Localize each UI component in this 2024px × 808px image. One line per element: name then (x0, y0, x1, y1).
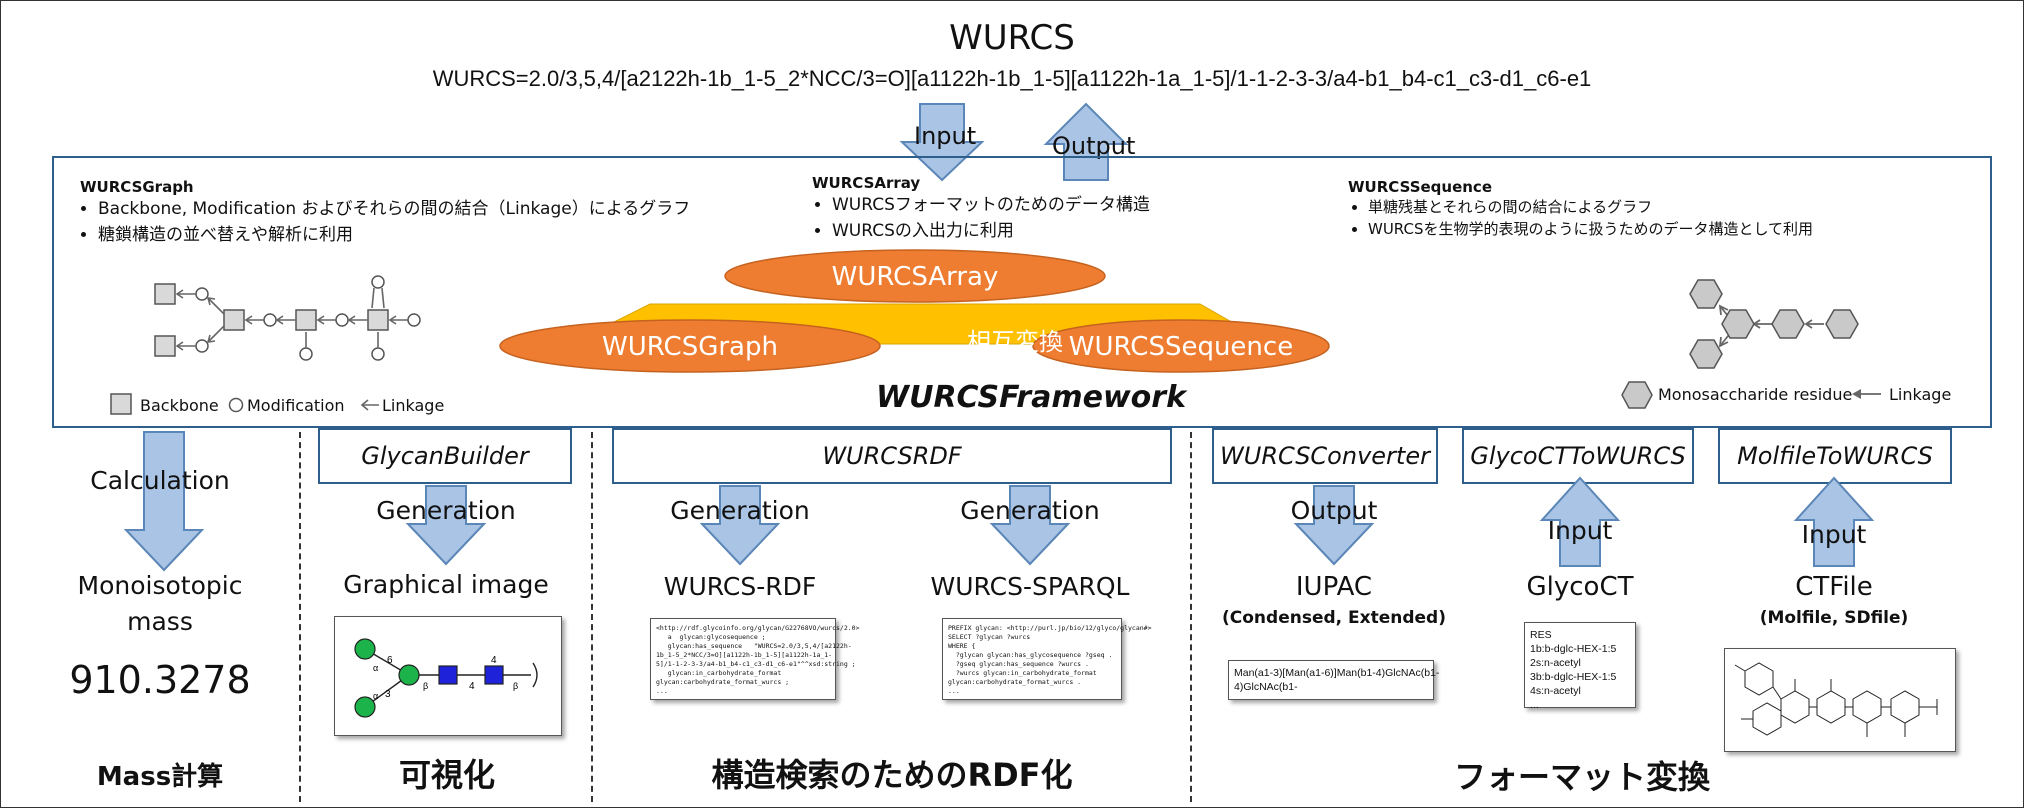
linkage-legend-icon (360, 399, 379, 411)
wurcssequence-bullets: 単糖残基とそれらの間の結合によるグラフ WURCSを生物学的表現のように扱うため… (1346, 196, 1988, 240)
wurcs-sparql-label: WURCS-SPARQL (930, 572, 1130, 601)
glycoct-input-label: Input (1547, 516, 1613, 545)
glycoct-document: RES 1b:b-dglc-HEX-1:5 2s:n-acetyl 3b:b-d… (1524, 622, 1636, 711)
converter-output-label: Output (1290, 496, 1378, 525)
sequence-linkage-legend-label: Linkage (1889, 385, 1952, 404)
rdf-right-generation-label: Generation (960, 496, 1100, 525)
calculation-arrow (123, 431, 205, 572)
calculation-label: Calculation (90, 466, 230, 495)
glycan-cartoon: α 6 β 4 β 4 α 3 (354, 638, 538, 718)
graphical-image-label: Graphical image (343, 570, 549, 599)
rdf-caption: 構造検索のためのRDF化 (711, 756, 1073, 794)
mass-value: 910.3278 (69, 658, 251, 702)
mass-caption: Mass計算 (96, 762, 224, 792)
ctfile-label: CTFile (1795, 572, 1873, 602)
wurcssequence-bullet: WURCSを生物学的表現のように扱うためのデータ構造として利用 (1368, 218, 1988, 240)
framework-ellipses (499, 249, 1330, 373)
format-conversion-caption: フォーマット変換 (1453, 758, 1710, 796)
wurcsconverter-box: WURCSConverter (1212, 428, 1438, 484)
output-label: Output (1052, 132, 1136, 160)
glycan-link-label: β (423, 681, 428, 691)
modification-legend-label: Modification (247, 396, 345, 415)
output-arrow (1043, 102, 1129, 181)
glycoct-input-arrow (1539, 476, 1621, 567)
wurcssequence-bullet: 単糖残基とそれらの間の結合によるグラフ (1368, 196, 1988, 218)
wurcsgraph-diagram (154, 275, 421, 361)
section-divider (1190, 432, 1192, 802)
wurcsgraph-bullet: 糖鎖構造の並べ替えや解析に利用 (98, 222, 858, 248)
input-label: Input (914, 122, 977, 150)
wurcsarray-title: WURCSArray (812, 174, 921, 192)
interconversion-label: 相互変換 (967, 328, 1063, 356)
builder-generation-arrow (405, 485, 487, 566)
wurcssequence-diagram (1689, 279, 1859, 369)
molfile-input-arrow (1793, 476, 1875, 567)
molecule-structure-drawing (1734, 662, 1938, 737)
glycan-link-label: 4 (469, 681, 475, 692)
wurcsgraph-bullets: Backbone, Modification およびそれらの間の結合（Linka… (76, 196, 858, 248)
wurcsgraph-bullet: Backbone, Modification およびそれらの間の結合（Linka… (98, 196, 858, 222)
linkage-legend-label: Linkage (382, 396, 445, 415)
iupac-document: Man(a1-3)[Man(a1-6)]Man(b1-4)GlcNAc(b1- … (1228, 660, 1439, 700)
sequence-linkage-legend-icon (1852, 389, 1881, 399)
wurcsarray-bullet: WURCSフォーマットのためのデータ構造 (832, 192, 1272, 218)
wurcs-string: WURCS=2.0/3,5,4/[a2122h-1b_1-5_2*NCC/3=O… (432, 66, 1592, 91)
wurcsarray-ellipse (724, 249, 1106, 303)
rdf-right-arrow (989, 485, 1071, 566)
wurcssequence-title: WURCSSequence (1348, 178, 1493, 196)
framework-name: WURCSFramework (876, 380, 1187, 415)
wurcssequence-ellipse-label: WURCSSequence (1068, 332, 1294, 362)
visualization-caption: 可視化 (398, 756, 495, 794)
glycanbuilder-box: GlycanBuilder (318, 428, 572, 484)
section-divider (299, 432, 301, 802)
glycan-link-label: 3 (385, 689, 391, 700)
glycan-link-label: α (373, 663, 378, 673)
page-title: WURCS (949, 18, 1075, 58)
glycan-link-label: α (373, 691, 378, 701)
iupac-sub-label: (Condensed, Extended) (1222, 608, 1446, 628)
wurcsarray-bullet: WURCSの入出力に利用 (832, 218, 1272, 244)
wurcsarray-bullets: WURCSフォーマットのためのデータ構造 WURCSの入出力に利用 (810, 192, 1272, 244)
graphical-image-panel: α 6 β 4 β 4 α 3 (334, 616, 562, 736)
backbone-legend-label: Backbone (140, 396, 219, 415)
input-arrow (899, 103, 985, 182)
iupac-label: IUPAC (1295, 572, 1373, 602)
section-divider (591, 432, 593, 802)
ctfile-sub-label: (Molfile, SDfile) (1759, 608, 1909, 628)
molfile-input-label: Input (1801, 520, 1867, 549)
wurcsrdf-box: WURCSRDF (612, 428, 1172, 484)
glycan-link-label: β (513, 681, 518, 691)
ctfile-structure-panel (1724, 648, 1956, 752)
monosaccharide-legend-label: Monosaccharide residue (1658, 385, 1853, 404)
builder-generation-label: Generation (376, 496, 516, 525)
glycoct-label: GlycoCT (1526, 572, 1634, 602)
wurcssequence-ellipse (1032, 319, 1330, 373)
wurcsgraph-title: WURCSGraph (80, 178, 194, 196)
wurcs-sparql-document: PREFIX glycan: <http://purl.jp/bio/12/gl… (942, 618, 1152, 700)
wurcsgraph-ellipse-label: WURCSGraph (602, 332, 778, 362)
wurcsgraph-ellipse (499, 319, 881, 373)
wurcs-framework-box (52, 156, 1992, 428)
io-arrows (899, 102, 1129, 182)
rdf-left-arrow (699, 485, 781, 566)
monosaccharide-legend-icon (1621, 381, 1653, 409)
modification-legend-icon (228, 397, 244, 413)
glycocttowurcs-box: GlycoCTToWURCS (1462, 428, 1694, 484)
backbone-legend-icon (110, 393, 132, 415)
wurcs-rdf-label: WURCS-RDF (663, 572, 817, 601)
glycan-link-label: 4 (491, 655, 497, 666)
glycan-link-label: 6 (387, 655, 393, 666)
converter-output-arrow (1293, 485, 1375, 566)
wurcsarray-ellipse-label: WURCSArray (831, 262, 999, 292)
monoisotopic-mass-label: Monoisotopic mass (77, 571, 243, 636)
rdf-left-generation-label: Generation (670, 496, 810, 525)
wurcs-rdf-document: <http://rdf.glycoinfo.org/glycan/G22768V… (650, 618, 860, 700)
